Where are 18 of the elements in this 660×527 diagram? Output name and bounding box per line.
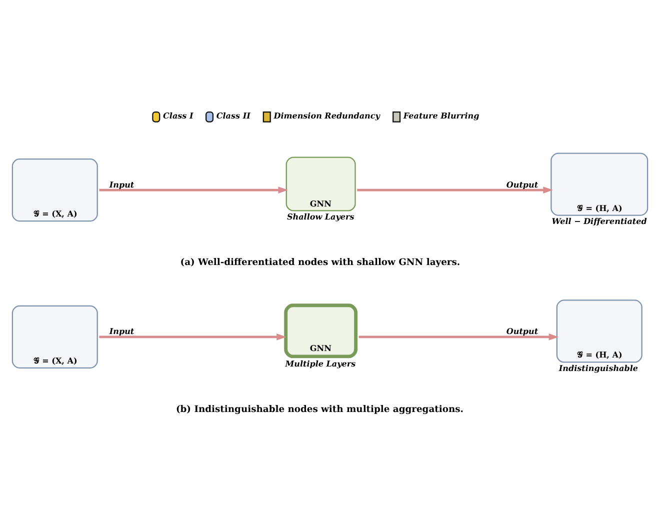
node-label: Well − Differentiated [552,216,647,226]
legend-label: Class II [216,110,250,120]
edge-label: Output [506,326,538,336]
edge-label: Input [109,179,134,190]
edge-label: Output [506,179,538,190]
label: (a) Well-differentiated nodes with shallow GNN layers. [180,257,460,268]
node-label: Shallow Layers [286,211,354,222]
legend-label: Feature Blurring [403,110,480,120]
arrow [99,334,286,340]
node-label: Indistinguishable [558,362,638,373]
node-label: Multiple Layers [285,358,356,368]
legend-label: Class I [163,110,194,120]
label: (b) Indistinguishable nodes with multiple aggregations. [176,404,464,415]
arrow [99,186,288,194]
arrow [357,186,553,194]
edge-label: Input [109,326,134,336]
legend-label: Dimension Redundancy [274,110,380,120]
arrow [358,334,559,340]
